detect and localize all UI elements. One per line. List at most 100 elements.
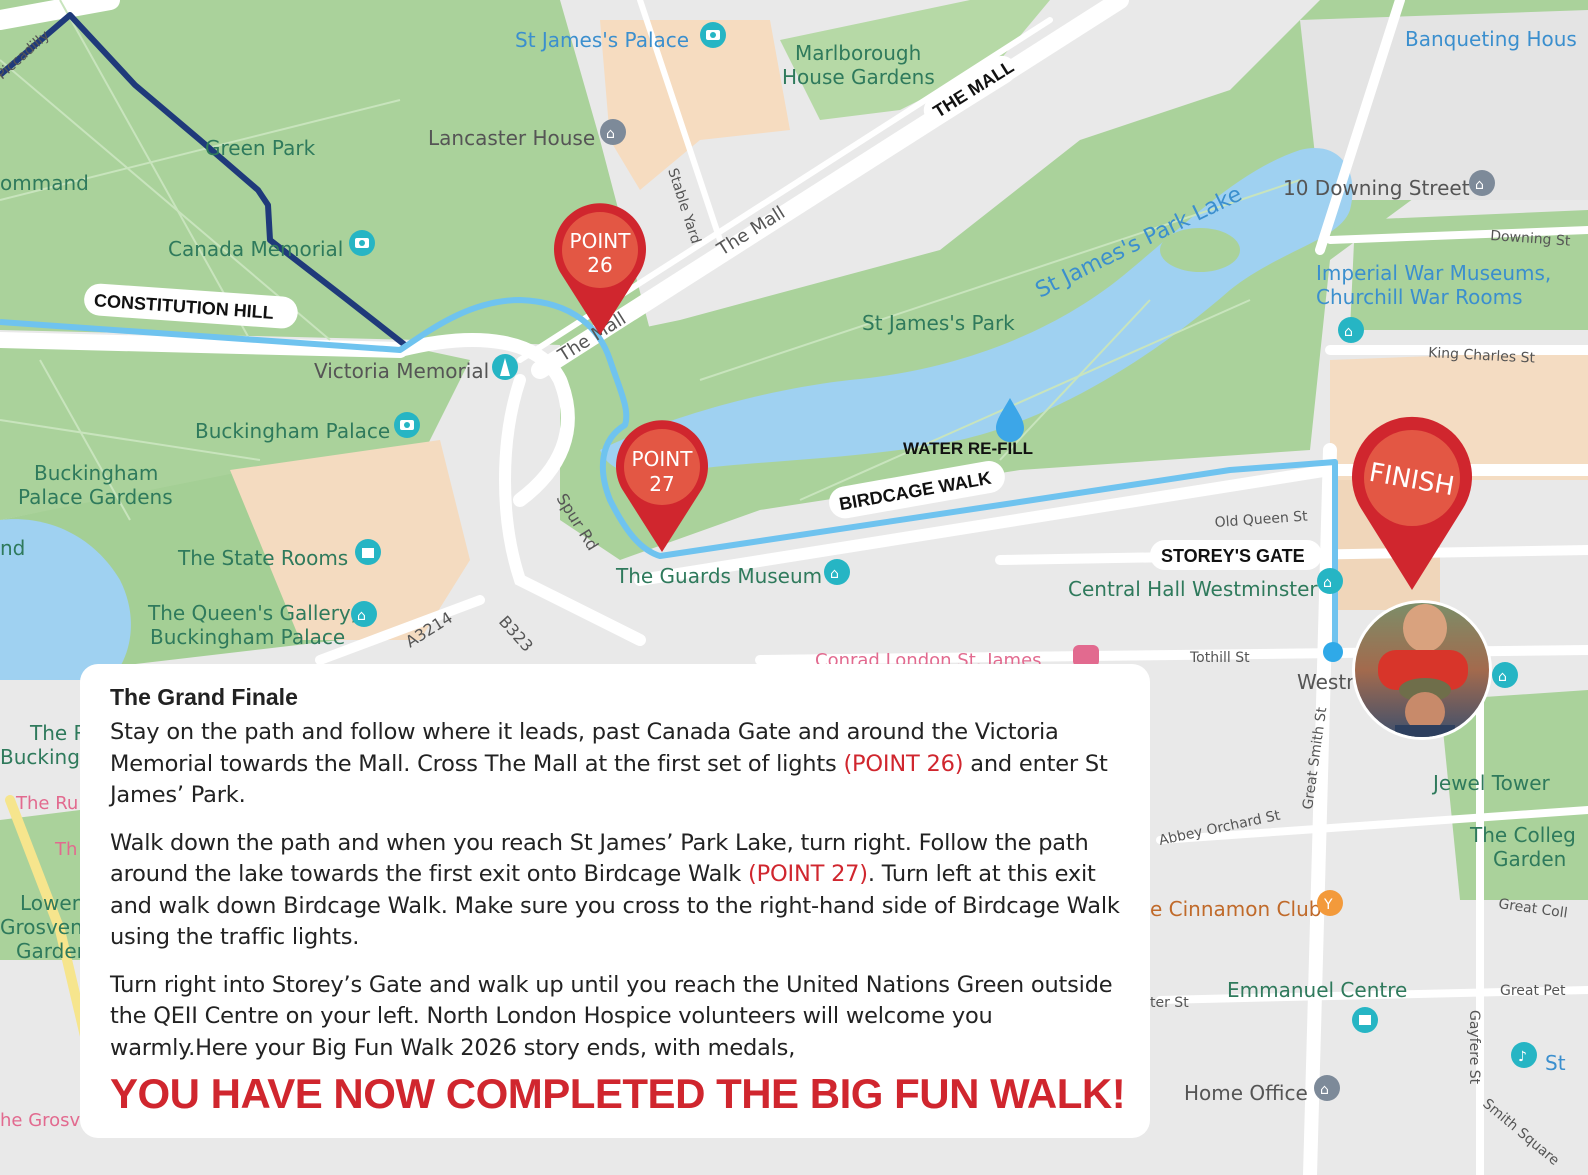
monument-icon[interactable] bbox=[492, 354, 518, 380]
card-title: The Grand Finale bbox=[110, 684, 298, 710]
castle-icon[interactable] bbox=[1352, 1007, 1378, 1033]
label-downing-st: Downing St bbox=[1490, 228, 1572, 250]
svg-text:⌂: ⌂ bbox=[1344, 324, 1353, 340]
label-great-peter: Great Pet bbox=[1500, 983, 1566, 999]
label-jewel-tower: Jewel Tower bbox=[1431, 771, 1550, 795]
tag-constitution-hill: CONSTITUTION HILL bbox=[84, 283, 298, 329]
museum-icon[interactable]: ⌂ bbox=[1338, 317, 1364, 343]
building-areas bbox=[230, 10, 1588, 640]
point-26-marker[interactable]: POINT 26 bbox=[554, 203, 646, 335]
label-lower-grosvenor-3: Garden bbox=[16, 939, 89, 963]
label-central-hall: Central Hall Westminster bbox=[1068, 577, 1318, 601]
museum-icon[interactable]: ⌂ bbox=[1314, 1075, 1340, 1101]
label-buckingham-palace-gardens-2: Palace Gardens bbox=[18, 485, 173, 509]
label-tothill-st: Tothill St bbox=[1189, 650, 1250, 666]
label-canada-memorial: Canada Memorial bbox=[168, 237, 343, 261]
label-imperial-war-museums-1: Imperial War Museums, bbox=[1316, 261, 1551, 285]
svg-text:27: 27 bbox=[649, 472, 674, 496]
route-line bbox=[0, 297, 1338, 650]
label-banqueting-house: Banqueting Hous bbox=[1405, 27, 1577, 51]
svg-text:POINT: POINT bbox=[632, 447, 694, 471]
svg-text:STOREY'S GATE: STOREY'S GATE bbox=[1161, 546, 1305, 566]
museum-icon[interactable]: ⌂ bbox=[1469, 170, 1495, 196]
tag-storeys-gate: STOREY'S GATE bbox=[1150, 540, 1322, 570]
water-refill-label: WATER RE-FILL bbox=[903, 439, 1033, 458]
svg-text:⌂: ⌂ bbox=[1320, 1082, 1329, 1098]
card-paragraph-3: Turn right into Storey’s Gate and walk u… bbox=[110, 971, 1113, 1061]
svg-text:⌂: ⌂ bbox=[1475, 177, 1484, 193]
label-th: Th bbox=[54, 839, 77, 860]
water-areas bbox=[0, 148, 1353, 680]
route-end-dot bbox=[1323, 642, 1343, 662]
label-the-grosv: he Grosv bbox=[0, 1110, 81, 1131]
label-green-park: Green Park bbox=[205, 136, 316, 160]
restaurant-icon[interactable]: Y bbox=[1317, 890, 1343, 916]
label-lancaster-house: Lancaster House bbox=[428, 126, 595, 150]
camera-icon[interactable] bbox=[700, 22, 726, 48]
label-victoria-memorial: Victoria Memorial bbox=[314, 359, 489, 383]
svg-text:⌂: ⌂ bbox=[606, 126, 615, 142]
label-emmanuel-centre: Emmanuel Centre bbox=[1227, 978, 1407, 1002]
park-paths bbox=[0, 0, 1301, 521]
label-the-r-2: Bucking bbox=[0, 745, 80, 769]
label-ter-st: ter St bbox=[1150, 995, 1189, 1011]
label-marlborough-house-gardens-1: Marlborough bbox=[795, 41, 921, 65]
label-guards-museum: The Guards Museum bbox=[615, 564, 822, 588]
label-buckingham-palace-gardens-1: Buckingham bbox=[34, 461, 158, 485]
label-st: St bbox=[1545, 1051, 1566, 1075]
card-paragraph-1: Stay on the path and follow where it lea… bbox=[110, 719, 1108, 808]
label-st-james-palace: St James's Palace bbox=[515, 28, 689, 52]
label-st-james-park: St James's Park bbox=[862, 311, 1015, 335]
point-27-marker[interactable]: POINT 27 bbox=[616, 420, 708, 552]
label-the-ru: The Ru bbox=[15, 793, 78, 814]
label-gayfere-st: Gayfere St bbox=[1466, 1010, 1482, 1085]
label-college-garden-1: The Colleg bbox=[1469, 823, 1576, 847]
svg-text:26: 26 bbox=[587, 253, 612, 277]
svg-text:⌂: ⌂ bbox=[357, 608, 366, 624]
label-queens-gallery-1: The Queen's Gallery, bbox=[147, 601, 357, 625]
camera-icon[interactable] bbox=[394, 412, 420, 438]
museum-icon[interactable]: ⌂ bbox=[351, 601, 377, 627]
label-ten-downing-street: 10 Downing Street bbox=[1283, 176, 1470, 200]
svg-text:POINT: POINT bbox=[570, 229, 632, 253]
label-the-state-rooms: The State Rooms bbox=[177, 546, 348, 570]
label-old-queen-st: Old Queen St bbox=[1214, 509, 1308, 531]
point-27-reference: (POINT 27) bbox=[748, 861, 868, 887]
finish-marker[interactable]: FINISH bbox=[1352, 416, 1472, 590]
card-paragraph-2: Walk down the path and when you reach St… bbox=[110, 829, 1120, 951]
svg-text:⌂: ⌂ bbox=[1498, 669, 1507, 685]
info-card: The Grand Finale Stay on the path and fo… bbox=[80, 664, 1150, 1138]
label-cinnamon-club: e Cinnamon Club bbox=[1150, 897, 1321, 921]
museum-icon[interactable]: ⌂ bbox=[1317, 568, 1343, 594]
label-lower-grosvenor-2: Grosven bbox=[0, 915, 83, 939]
camera-icon[interactable] bbox=[349, 230, 375, 256]
svg-text:♪: ♪ bbox=[1518, 1049, 1527, 1065]
point-26-reference: (POINT 26) bbox=[843, 750, 964, 777]
museum-icon[interactable]: ⌂ bbox=[1492, 662, 1518, 688]
label-buckingham-palace: Buckingham Palace bbox=[195, 419, 390, 443]
label-ommand: ommand bbox=[0, 171, 89, 195]
label-imperial-war-museums-2: Churchill War Rooms bbox=[1316, 285, 1523, 309]
label-king-charles-st: King Charles St bbox=[1428, 345, 1536, 367]
castle-icon[interactable] bbox=[355, 539, 381, 565]
label-college-garden-2: Garden bbox=[1493, 847, 1566, 871]
label-nd: nd bbox=[0, 536, 25, 560]
water-drop-icon bbox=[996, 398, 1024, 442]
finish-photo bbox=[1352, 600, 1492, 740]
label-home-office: Home Office bbox=[1184, 1081, 1308, 1105]
museum-icon[interactable]: ⌂ bbox=[824, 559, 850, 585]
label-queens-gallery-2: Buckingham Palace bbox=[150, 625, 345, 649]
museum-icon[interactable]: ⌂ bbox=[600, 119, 626, 145]
label-lower-grosvenor-1: Lower bbox=[20, 891, 81, 915]
svg-text:⌂: ⌂ bbox=[830, 566, 839, 582]
label-marlborough-house-gardens-2: House Gardens bbox=[782, 65, 935, 89]
completion-banner: YOU HAVE NOW COMPLETED THE BIG FUN WALK! bbox=[110, 1070, 1126, 1117]
music-icon[interactable]: ♪ bbox=[1511, 1042, 1537, 1068]
svg-text:Y: Y bbox=[1323, 897, 1333, 913]
svg-text:⌂: ⌂ bbox=[1323, 575, 1332, 591]
label-the-r-1: The R bbox=[29, 721, 88, 745]
previous-route-line bbox=[0, 12, 407, 348]
hotel-icon[interactable] bbox=[1073, 645, 1099, 667]
